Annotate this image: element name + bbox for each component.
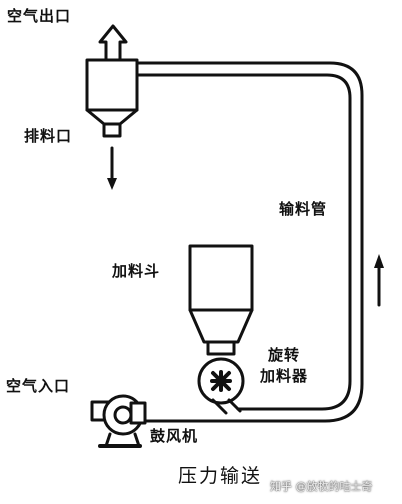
air-outlet-arrow — [98, 24, 128, 62]
feed-hopper-label: 加料斗 — [112, 262, 161, 280]
feed-hopper-body — [188, 244, 254, 312]
diagram-caption: 压力输送 — [178, 465, 263, 487]
air-outlet-label: 空气出口 — [7, 7, 72, 25]
separator-cone — [85, 108, 139, 126]
conveying-pipe-outer — [135, 61, 364, 423]
separator-body — [85, 58, 139, 112]
conveying-pipe-inner — [135, 73, 352, 411]
rotary-feeder-label-line2: 加料器 — [260, 367, 309, 385]
discharge-port-label: 排料口 — [24, 127, 73, 145]
watermark: 知乎 @放牧的咕士奇 — [270, 480, 373, 493]
discharge-spout — [102, 122, 122, 138]
air-inlet-label: 空气入口 — [6, 377, 71, 395]
blower-hub — [113, 405, 133, 425]
conveying-pipe-label: 输料管 — [279, 200, 328, 218]
blower-outlet — [129, 401, 147, 425]
rotary-feeder-label-line1: 旋转 — [268, 346, 301, 364]
feed-hopper-neck — [206, 340, 236, 356]
blower-label: 鼓风机 — [150, 427, 199, 445]
feed-hopper-cone — [188, 308, 254, 344]
